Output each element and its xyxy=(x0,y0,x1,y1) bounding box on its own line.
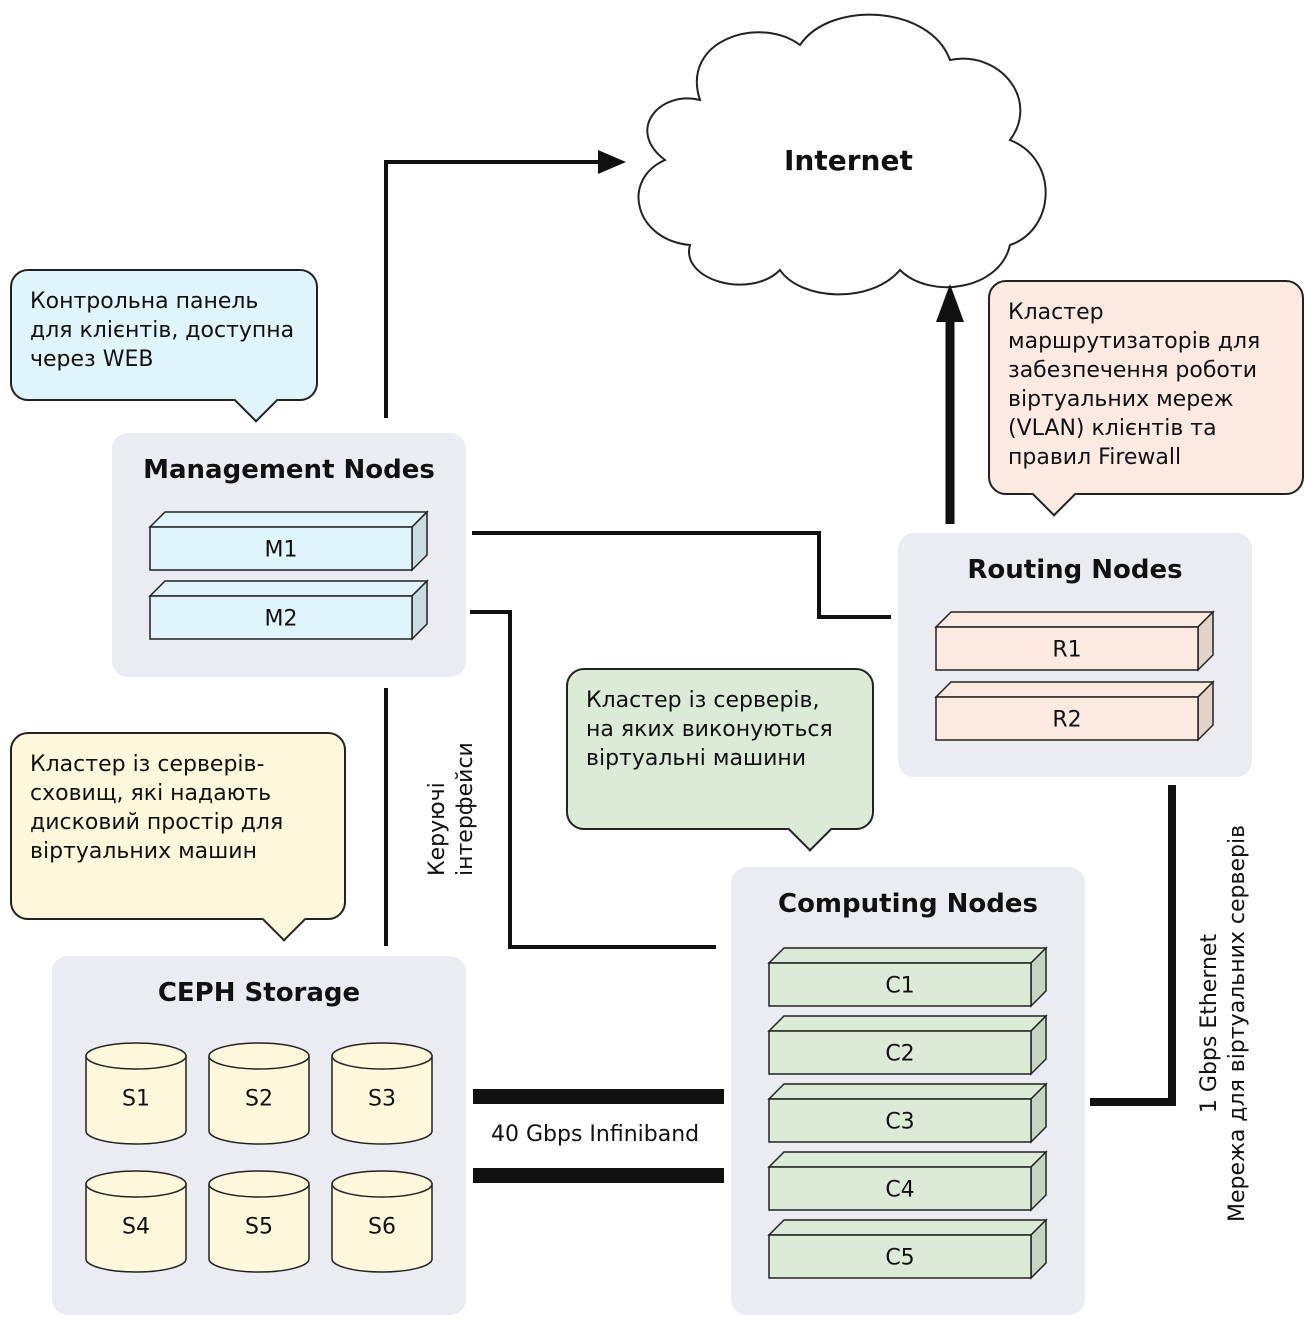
storage-callout-text: Кластер із серверів-сховищ, які надають … xyxy=(30,752,284,864)
server-c1-label: C1 xyxy=(885,974,914,999)
server-c5-label: C5 xyxy=(885,1246,914,1271)
server-c2-label: C2 xyxy=(885,1042,914,1067)
routing-nodes-title: Routing Nodes xyxy=(967,555,1183,585)
server-c3: C3 xyxy=(767,1082,1048,1144)
infiniband-label: 40 Gbps Infiniband xyxy=(491,1122,700,1147)
server-m1: M1 xyxy=(148,510,429,572)
storage-s4-label: S4 xyxy=(122,1215,150,1240)
storage-s6: S6 xyxy=(331,1170,433,1273)
server-c3-label: C3 xyxy=(885,1110,914,1135)
storage-s1: S1 xyxy=(85,1042,187,1145)
server-c2: C2 xyxy=(767,1014,1048,1076)
management-callout: Контрольна панель для клієнтів, доступна… xyxy=(10,269,318,423)
infiniband-bar-bottom xyxy=(473,1168,724,1183)
computing-callout: Кластер із серверів, на яких виконуються… xyxy=(566,668,874,852)
server-r2: R2 xyxy=(934,680,1215,742)
control-interfaces-label: Керуючі інтерфейси xyxy=(424,726,480,876)
management-computing-link xyxy=(470,610,716,949)
ceph-storage-title: CEPH Storage xyxy=(157,978,361,1008)
internet-cloud xyxy=(637,13,1047,296)
management-internet-link xyxy=(384,160,612,418)
server-r2-label: R2 xyxy=(1052,708,1081,733)
server-c4-label: C4 xyxy=(885,1178,914,1203)
server-m2-label: M2 xyxy=(265,607,298,632)
ethernet-label: 1 Gbps Ethernet Мережа для віртуальних с… xyxy=(1196,825,1252,1222)
storage-s4: S4 xyxy=(85,1170,187,1273)
ethernet-label-line1: 1 Gbps Ethernet xyxy=(1197,933,1222,1114)
storage-callout: Кластер із серверів-сховищ, які надають … xyxy=(10,732,346,942)
storage-s3: S3 xyxy=(331,1042,433,1145)
computing-nodes-title: Computing Nodes xyxy=(777,889,1038,919)
storage-s6-label: S6 xyxy=(368,1215,396,1240)
storage-s2-label: S2 xyxy=(245,1087,273,1112)
server-r1-label: R1 xyxy=(1052,638,1081,663)
server-m2: M2 xyxy=(148,579,429,641)
server-c5: C5 xyxy=(767,1218,1048,1280)
storage-s1-label: S1 xyxy=(122,1087,150,1112)
ethernet-label-line2: Мережа для віртуальних серверів xyxy=(1225,824,1250,1222)
management-internet-arrowhead xyxy=(598,150,626,174)
routing-computing-link xyxy=(1090,785,1176,1106)
routing-internet-arrowhead xyxy=(936,284,964,322)
management-routing-link xyxy=(472,531,891,619)
server-c4: C4 xyxy=(767,1150,1048,1212)
storage-s2: S2 xyxy=(208,1042,310,1145)
storage-s5: S5 xyxy=(208,1170,310,1273)
routing-callout-text: Кластер маршрутизаторів для забезпечення… xyxy=(1008,300,1261,470)
server-m1-label: M1 xyxy=(265,538,298,563)
infiniband-bar-top xyxy=(473,1089,724,1104)
routing-callout: Кластер маршрутизаторів для забезпечення… xyxy=(988,280,1304,517)
server-r1: R1 xyxy=(934,610,1215,672)
management-callout-text: Контрольна панель для клієнтів, доступна… xyxy=(30,289,295,372)
storage-s5-label: S5 xyxy=(245,1215,273,1240)
storage-s3-label: S3 xyxy=(368,1087,396,1112)
control-interfaces-text: Керуючі інтерфейси xyxy=(425,742,478,876)
management-nodes-title: Management Nodes xyxy=(143,455,435,485)
computing-callout-text: Кластер із серверів, на яких виконуються… xyxy=(586,688,833,771)
internet-label: Internet xyxy=(784,144,913,177)
server-c1: C1 xyxy=(767,946,1048,1008)
